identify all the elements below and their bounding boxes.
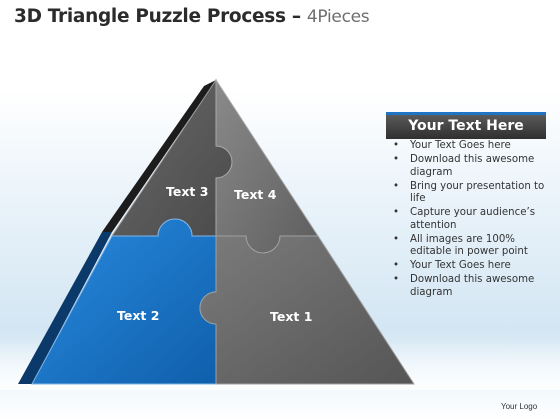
title-bar [0, 0, 560, 40]
bullet-item: Download this awesome diagram [380, 154, 550, 179]
puzzle-piece-4 [215, 78, 319, 254]
title-main: 3D Triangle Puzzle Process [14, 6, 286, 27]
puzzle-piece-1 [199, 235, 415, 385]
piece-label-3: Text 3 [166, 184, 208, 199]
logo-text: Your Logo [501, 402, 538, 411]
bullet-item: All images are 100% editable in power po… [380, 234, 550, 259]
bullet-list: Your Text Goes here Download this awesom… [380, 140, 550, 301]
piece-label-2: Text 2 [117, 308, 159, 323]
title-subtitle: 4Pieces [306, 7, 370, 27]
bullet-item: Your Text Goes here [380, 260, 550, 273]
text-header-box: Your Text Here [386, 112, 546, 139]
title-separator: – [285, 6, 307, 27]
triangle-side-edge [102, 80, 216, 232]
piece-label-1: Text 1 [270, 309, 312, 324]
piece-label-4: Text 4 [234, 187, 277, 202]
bullet-item: Your Text Goes here [380, 140, 550, 153]
bullet-item: Bring your presentation to life [380, 181, 550, 206]
puzzle-piece-3 [111, 78, 233, 237]
bullet-item: Capture your audience’s attention [380, 207, 550, 232]
triangle-side-edge-lower [18, 232, 112, 384]
page-title: 3D Triangle Puzzle Process – 4Pieces [14, 6, 370, 27]
bullet-item: Download this awesome diagram [380, 274, 550, 299]
puzzle-piece-2 [31, 218, 217, 385]
